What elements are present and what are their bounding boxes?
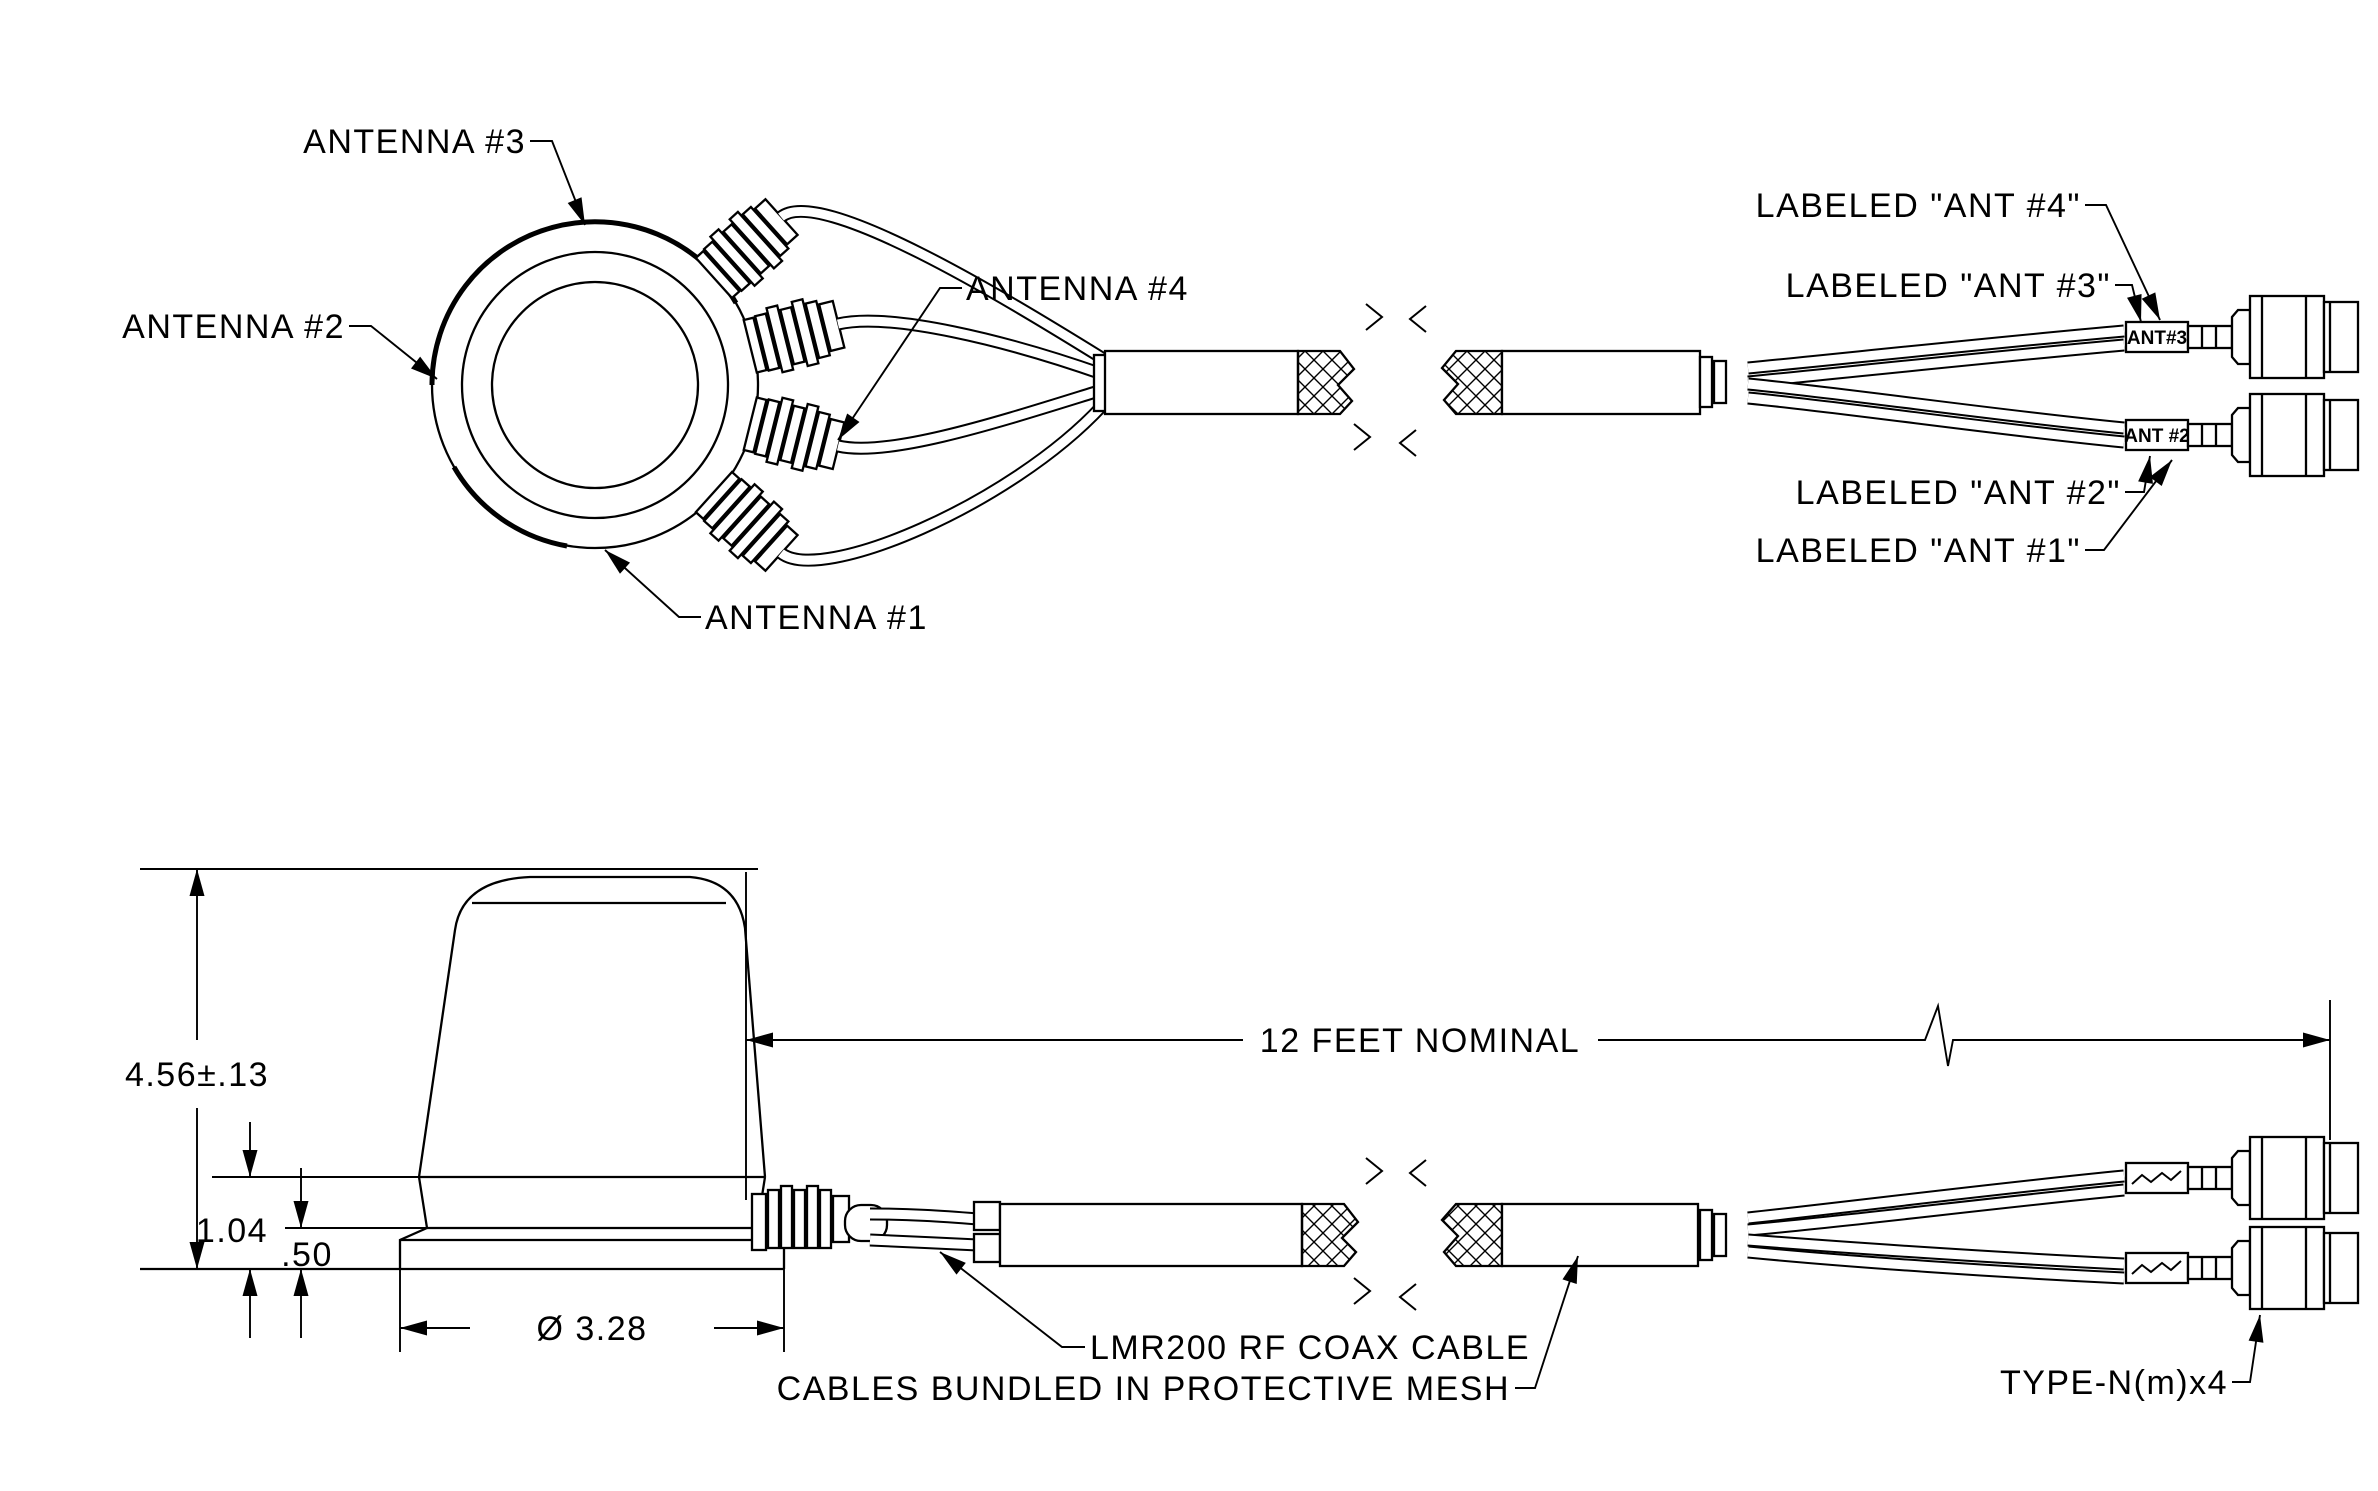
mesh-section	[1300, 1202, 1360, 1268]
break-mark	[1353, 423, 1371, 451]
break-mark	[1353, 1277, 1371, 1305]
top-view	[429, 191, 1383, 579]
break-mark	[1365, 1157, 1383, 1185]
type-n-connector	[2186, 1135, 2360, 1221]
label-antenna1: ANTENNA #1	[705, 599, 928, 637]
top-view-cables	[776, 205, 1107, 567]
side-strain-relief	[750, 1184, 889, 1252]
side-view-cables	[869, 1207, 979, 1252]
cable-run	[972, 1135, 2360, 1311]
bundle-sleeve	[1103, 349, 1300, 416]
bundle-sleeve	[1500, 1202, 1700, 1268]
fanout-cables	[1747, 324, 2125, 449]
cable-tag-scribble	[2131, 1170, 2182, 1185]
spring-stub-3	[741, 390, 848, 479]
dim-base-diameter: Ø 3.28	[536, 1310, 647, 1348]
label-antenna4: ANTENNA #4	[966, 270, 1189, 308]
bundle-sleeve	[998, 1202, 1304, 1268]
label-antenna2: ANTENNA #2	[122, 308, 345, 346]
dome-outline-thick-bottom	[451, 465, 568, 549]
label-ant4: LABELED "ANT #4"	[1756, 187, 2081, 225]
label-ant3: LABELED "ANT #3"	[1786, 267, 2111, 305]
bundle-ferrule	[1698, 1208, 1714, 1262]
top-view-labels: ANTENNA #3 ANTENNA #2 ANTENNA #4 ANTENNA…	[122, 123, 1189, 637]
break-mark	[1399, 1283, 1417, 1311]
dome-skirt-sides	[417, 1176, 767, 1229]
cable-tag-scribble	[2131, 1260, 2182, 1275]
dome-outline-inner	[490, 280, 700, 490]
dome-outline-thick-top	[429, 219, 739, 386]
break-mark	[1399, 429, 1417, 457]
mesh-section	[1440, 1202, 1504, 1268]
callouts: LMR200 RF COAX CABLE CABLES BUNDLED IN P…	[777, 1246, 2268, 1408]
break-mark	[1409, 1159, 1427, 1187]
bundle-ferrule	[1712, 1212, 1728, 1258]
bundle-ferrule	[1712, 359, 1728, 405]
dome-outline-middle	[460, 250, 730, 520]
base-sides	[398, 1226, 786, 1269]
type-n-connector	[2186, 392, 2360, 478]
bundle-ferrule	[972, 1232, 1002, 1264]
fanout-cables-bottom	[1747, 1169, 2125, 1285]
note-coax-cable: LMR200 RF COAX CABLE	[1090, 1329, 1530, 1367]
dim-cable-length: 12 FEET NOMINAL	[1260, 1022, 1580, 1060]
type-n-connector	[2186, 294, 2360, 380]
bundle-ferrule	[1698, 355, 1714, 409]
cable-tag-ant2-text: ANT #2	[2124, 426, 2189, 447]
label-ant2: LABELED "ANT #2"	[1796, 474, 2121, 512]
note-connector-type: TYPE-N(m)x4	[2000, 1364, 2228, 1402]
dim-overall-height: 4.56±.13	[125, 1056, 269, 1094]
cable-tag-ant2	[2124, 418, 2190, 452]
bundle-ferrule	[972, 1200, 1002, 1232]
dimensions: 4.56±.13 1.04 .50 Ø 3.28 12 FEET NOMINAL	[125, 868, 2331, 1352]
dim-base-height: .50	[281, 1236, 333, 1274]
note-mesh: CABLES BUNDLED IN PROTECTIVE MESH	[777, 1370, 1510, 1408]
break-mark	[1365, 303, 1383, 331]
type-n-connector	[2186, 1225, 2360, 1311]
side-view	[140, 875, 979, 1271]
dim-lower-height: 1.04	[196, 1212, 268, 1250]
spring-stub-2	[741, 291, 848, 380]
break-mark	[1409, 305, 1427, 333]
cable-end-view: ANT#3 ANT #2 LABELED "ANT #4" LABELED "A…	[1399, 187, 2360, 570]
mesh-section	[1440, 349, 1504, 416]
dome-profile	[417, 875, 767, 1178]
label-ant1: LABELED "ANT #1"	[1756, 532, 2081, 570]
label-antenna3: ANTENNA #3	[303, 123, 526, 161]
bundle-sleeve	[1500, 349, 1702, 416]
cable-tag-ant3-text: ANT#3	[2127, 328, 2187, 349]
mesh-section	[1296, 349, 1356, 416]
